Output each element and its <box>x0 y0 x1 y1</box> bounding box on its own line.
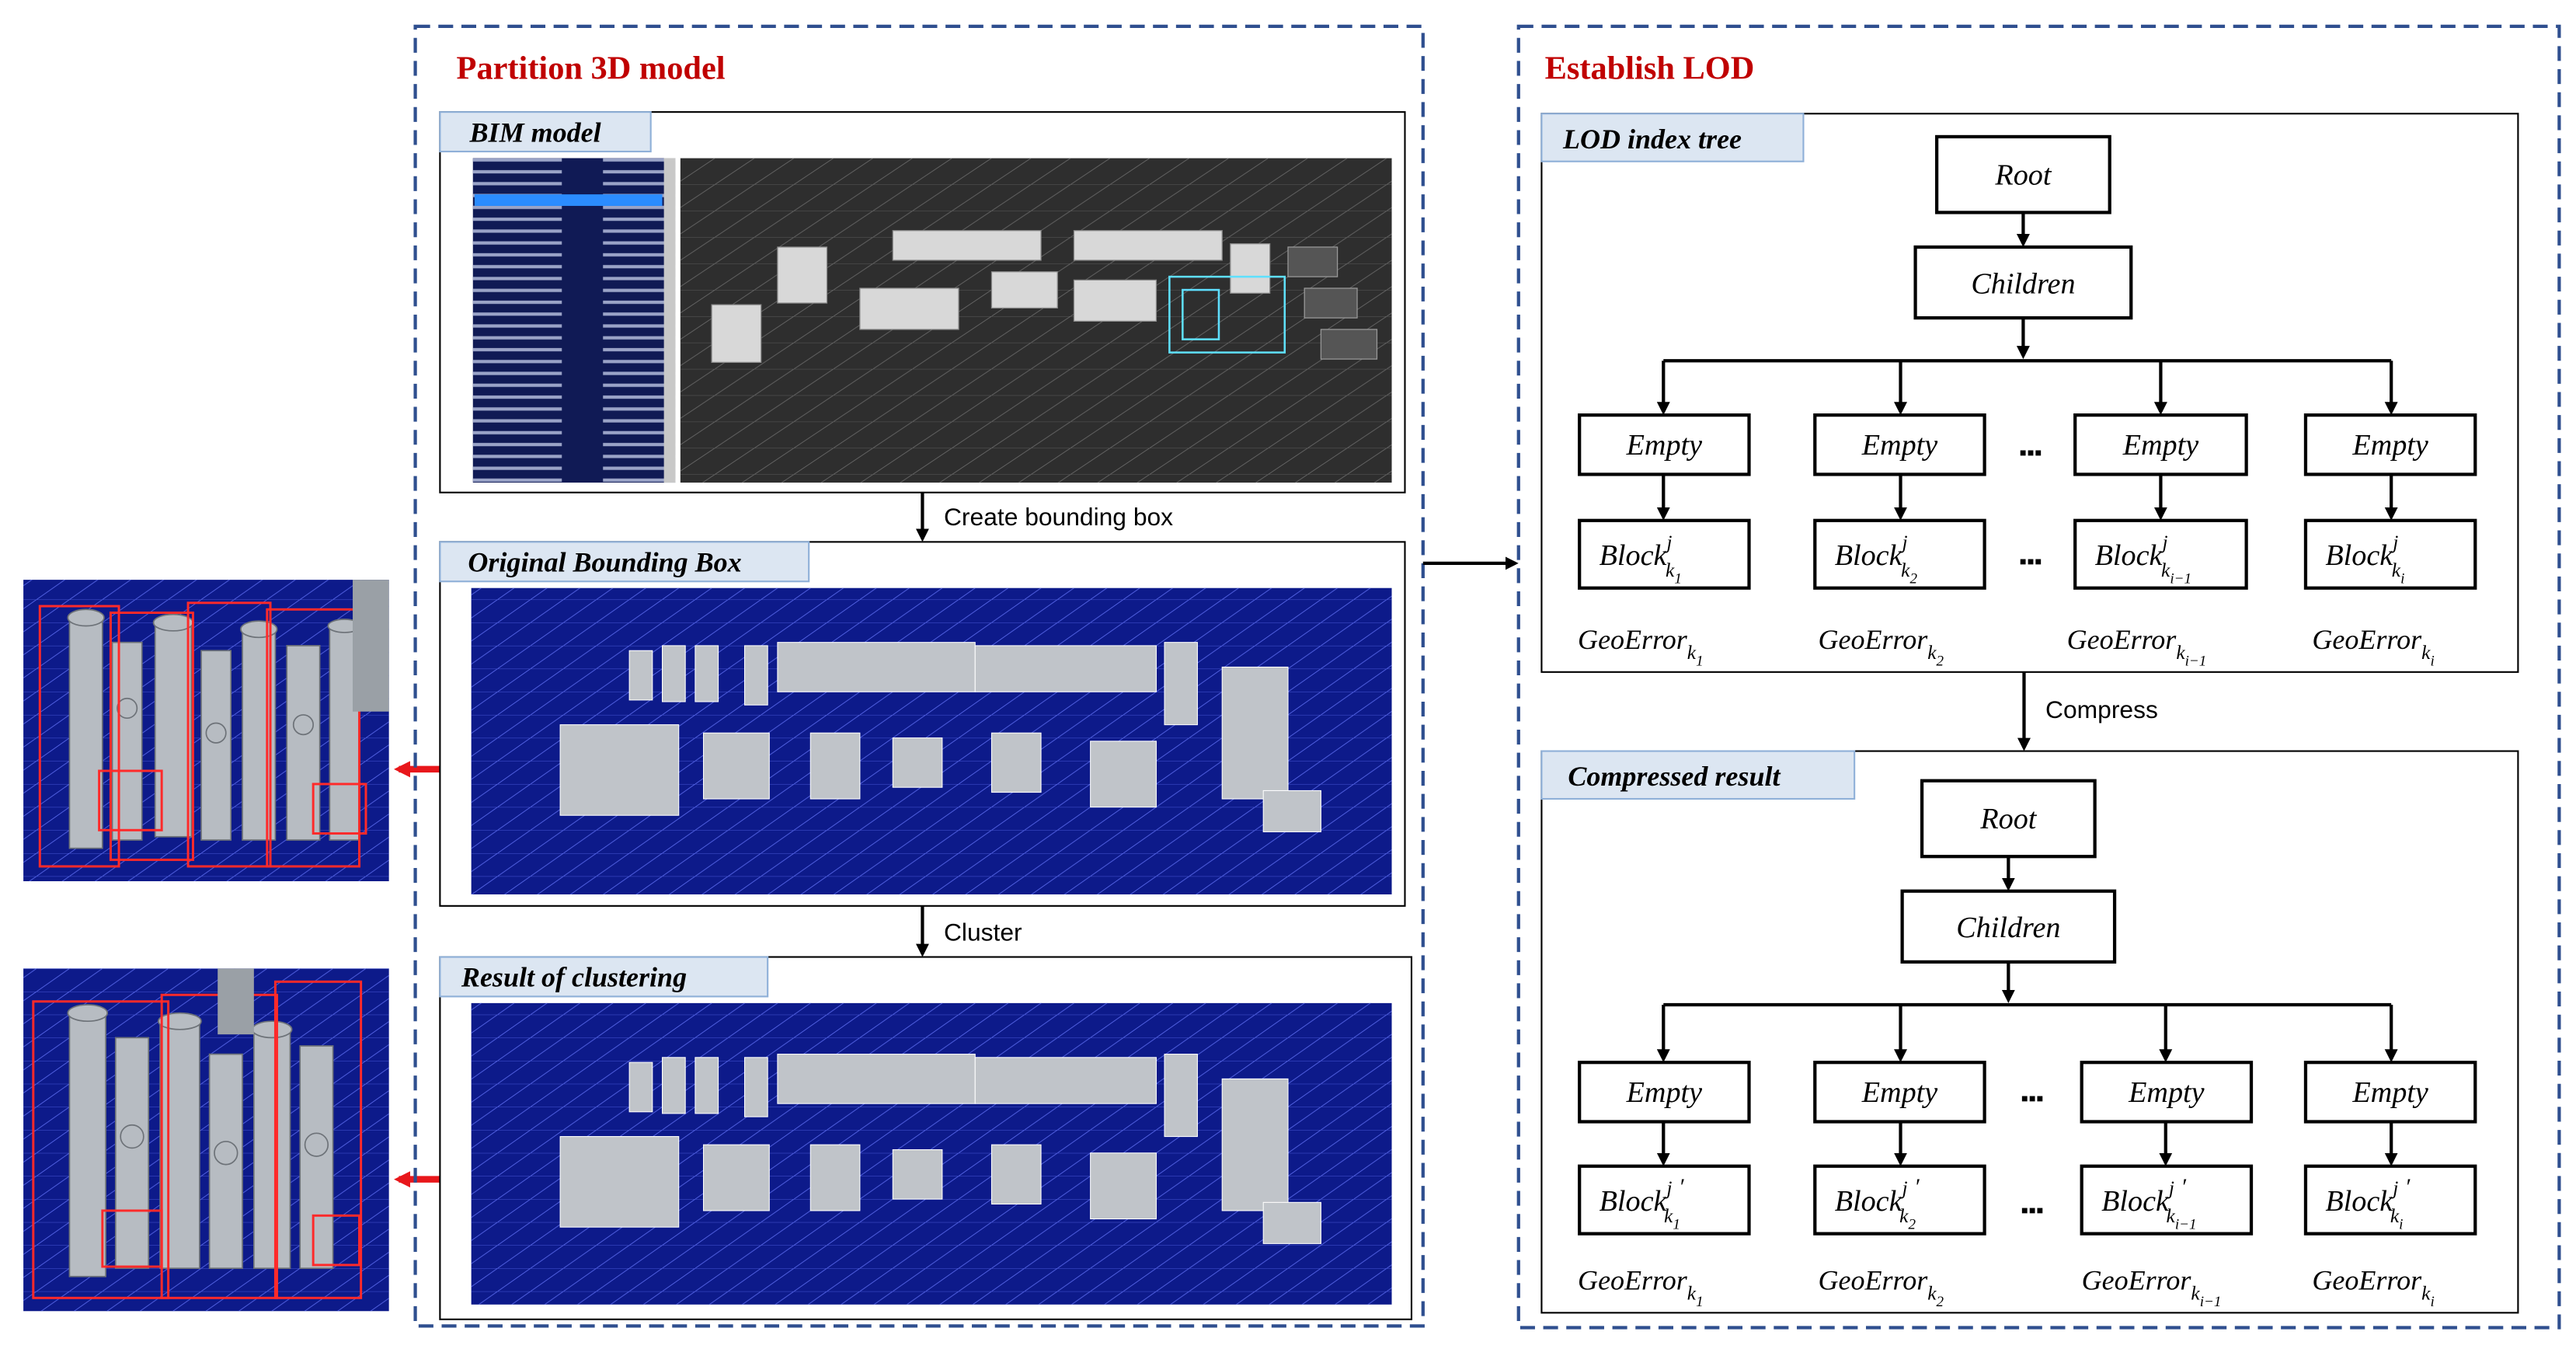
block-label: Blockj′ki−1 <box>2101 1175 2196 1233</box>
empty-label: Empty <box>2128 1076 2205 1109</box>
svg-text:▪▪▪: ▪▪▪ <box>2019 549 2042 573</box>
bim-file-list <box>472 158 676 483</box>
block-node <box>1578 1164 1751 1236</box>
empty-node <box>2073 413 2248 476</box>
bounding-box-render <box>471 587 1392 894</box>
block-node <box>2080 1164 2254 1236</box>
partition-panel-title: Partition 3D model <box>457 51 726 87</box>
block-node <box>2303 518 2477 590</box>
geo-error-label: GeoErrork2 <box>1819 1265 1944 1310</box>
step-title: Original Bounding Box <box>468 547 741 578</box>
geo-error-label: GeoErrorki <box>2312 624 2434 669</box>
block-node <box>1813 1164 1986 1236</box>
thumbnail-bounding-box-closeup <box>23 580 389 882</box>
empty-node <box>2080 1061 2254 1124</box>
cluster-label: Cluster <box>944 918 1022 946</box>
block-label: Blockj′k2 <box>1835 1175 1920 1233</box>
empty-label: Empty <box>1626 429 1703 462</box>
compressed-result: Compressed result Root Children ▪▪▪ ▪▪▪ … <box>1540 750 2519 1314</box>
block-node <box>1813 518 1986 590</box>
empty-node <box>1578 1061 1751 1124</box>
geo-error-label: GeoErrorki−1 <box>2082 1265 2222 1310</box>
step-bim-model: BIM model <box>439 111 1406 493</box>
step-title: BIM model <box>469 117 601 148</box>
empty-label: Empty <box>1626 1076 1703 1109</box>
step-original-bounding-box: Original Bounding Box <box>439 541 1406 907</box>
block-node <box>1578 518 1751 590</box>
root-label: Root <box>1994 159 2052 191</box>
geo-error-label: GeoErrorki−1 <box>2067 624 2207 669</box>
thumbnail-clustering-closeup <box>23 968 389 1312</box>
step-title: Result of clustering <box>461 962 687 993</box>
children-label: Children <box>1971 267 2075 300</box>
create-bounding-box-label: Create bounding box <box>944 503 1173 531</box>
tree-ellipsis: ▪▪▪ ▪▪▪ <box>2021 1086 2043 1222</box>
root-node <box>1935 134 2111 214</box>
block-node <box>2073 518 2248 590</box>
partition-panel: Partition 3D model BIM model <box>413 24 1425 1328</box>
root-node <box>1920 779 2097 859</box>
empty-label: Empty <box>1861 1076 1938 1109</box>
tree-title-box <box>1540 113 1805 162</box>
geo-error-label: GeoErrork1 <box>1578 1265 1704 1310</box>
lod-panel: Establish LOD LOD index tree Root Childr… <box>1516 24 2561 1330</box>
bim-model-render <box>680 158 1392 483</box>
empty-node <box>1813 413 1986 476</box>
step-result-of-clustering: Result of clustering <box>439 956 1413 1320</box>
compress-label: Compress <box>2045 695 2158 723</box>
step-title-box <box>439 111 652 153</box>
block-label: Blockj′k1 <box>1600 1175 1684 1233</box>
geo-error-label: GeoErrork1 <box>1578 624 1704 669</box>
svg-text:▪▪▪: ▪▪▪ <box>2021 1197 2043 1222</box>
geo-error-label: GeoErrorki <box>2312 1265 2434 1310</box>
empty-node <box>1578 413 1751 476</box>
lod-panel-frame <box>1516 24 2561 1330</box>
empty-label: Empty <box>2351 1076 2428 1109</box>
children-node <box>1900 889 2117 964</box>
svg-text:▪▪▪: ▪▪▪ <box>2019 440 2042 464</box>
empty-label: Empty <box>1861 429 1938 462</box>
root-label: Root <box>1979 803 2037 835</box>
geo-error-label: GeoErrork2 <box>1819 624 1944 669</box>
empty-node <box>1813 1061 1986 1124</box>
empty-node <box>2303 1061 2477 1124</box>
children-label: Children <box>1956 912 2060 944</box>
tree-ellipsis: ▪▪▪ ▪▪▪ <box>2019 440 2042 573</box>
step-title-box <box>439 541 810 583</box>
compressed-title-box <box>1540 750 1856 800</box>
tree-title: LOD index tree <box>1562 124 1742 155</box>
empty-label: Empty <box>2351 429 2428 462</box>
clustering-render <box>471 1002 1392 1305</box>
lod-index-tree: LOD index tree Root Children ▪▪▪ ▪▪▪ Emp… <box>1540 113 2519 673</box>
lod-panel-title: Establish LOD <box>1545 51 1755 87</box>
svg-text:▪▪▪: ▪▪▪ <box>2021 1086 2043 1110</box>
step-title-box <box>439 956 769 998</box>
empty-label: Empty <box>2122 429 2199 462</box>
block-node <box>2303 1164 2477 1236</box>
block-label: Blockj′ki <box>2325 1175 2410 1233</box>
compressed-title: Compressed result <box>1568 761 1781 792</box>
